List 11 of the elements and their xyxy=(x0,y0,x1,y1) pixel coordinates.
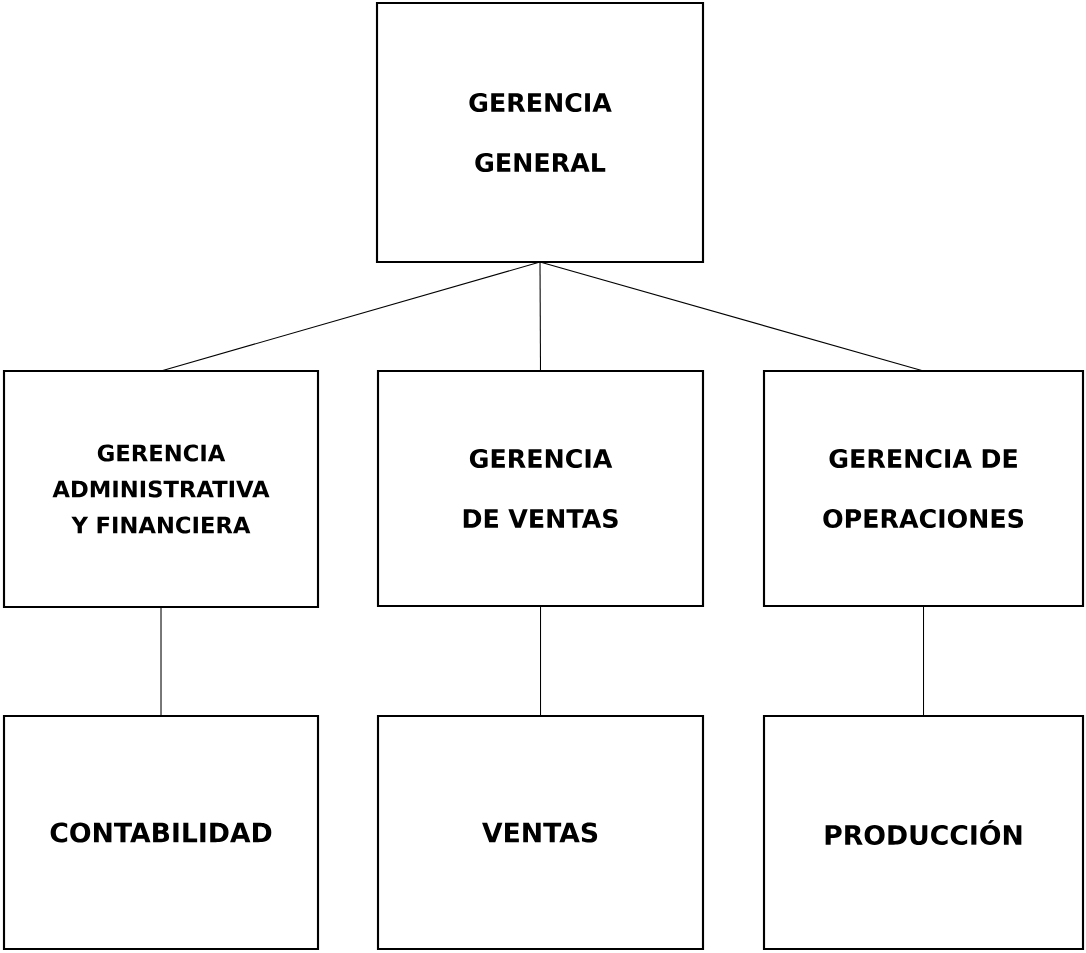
connector-line xyxy=(922,605,925,717)
org-box: VENTAS xyxy=(376,714,705,951)
org-box: GERENCIA DE OPERACIONES xyxy=(762,369,1085,608)
org-box: GERENCIA ADMINISTRATIVA Y FINANCIERA xyxy=(2,369,320,609)
connector-line xyxy=(160,606,162,717)
org-box: GERENCIA DE VENTAS xyxy=(376,369,705,608)
org-box: GERENCIA GENERAL xyxy=(375,1,705,264)
connector-line xyxy=(539,605,542,717)
org-box: PRODUCCIÓN xyxy=(762,714,1085,951)
connector-line xyxy=(539,261,542,372)
org-box: CONTABILIDAD xyxy=(2,714,320,951)
